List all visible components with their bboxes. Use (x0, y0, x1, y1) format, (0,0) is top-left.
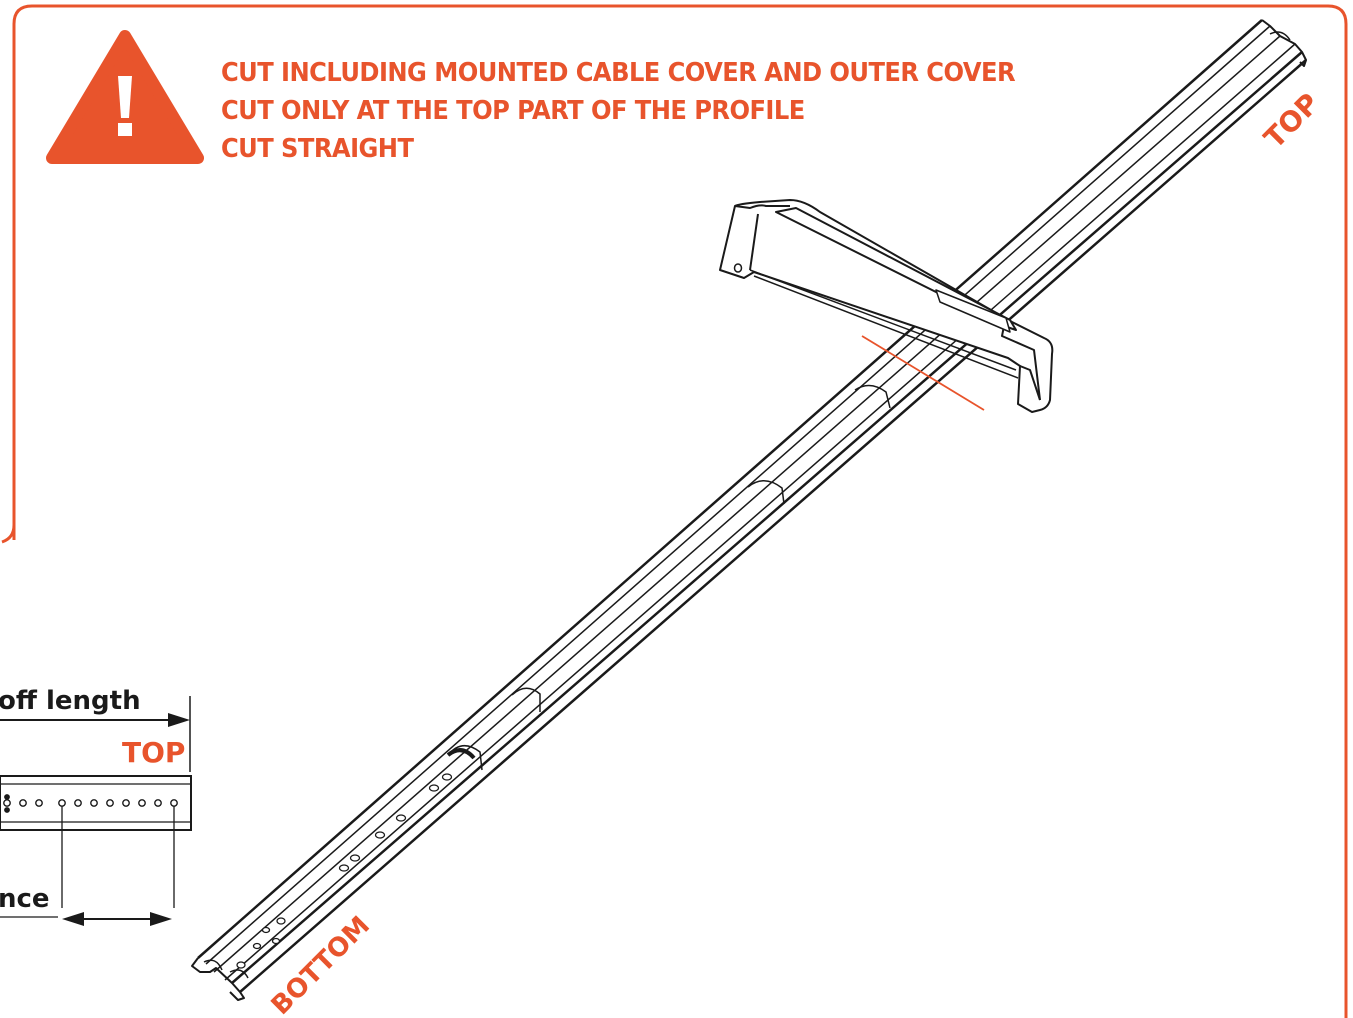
cut-line (861, 335, 985, 411)
detail-top-label: TOP (122, 736, 186, 769)
warning-triangle-icon (46, 30, 204, 164)
warning-frame (12, 4, 1348, 1018)
profile-rail (191, 19, 1307, 1001)
hacksaw-icon (719, 199, 1054, 413)
warning-text: CUT INCLUDING MOUNTED CABLE COVER AND OU… (221, 54, 1016, 168)
detail-holes (3, 794, 178, 813)
warning-line-2: CUT ONLY AT THE TOP PART OF THE PROFILE (221, 96, 805, 126)
warning-line-3: CUT STRAIGHT (221, 134, 414, 164)
profile-bottom-label: BOTTOM (266, 911, 376, 1018)
mounting-holes (236, 773, 453, 969)
cover-clips (446, 384, 891, 771)
profile-top-label: TOP (1258, 87, 1326, 155)
cut-off-length-label: off length (0, 686, 141, 716)
distance-label: nce (0, 884, 50, 914)
warning-line-1: CUT INCLUDING MOUNTED CABLE COVER AND OU… (221, 58, 1016, 88)
